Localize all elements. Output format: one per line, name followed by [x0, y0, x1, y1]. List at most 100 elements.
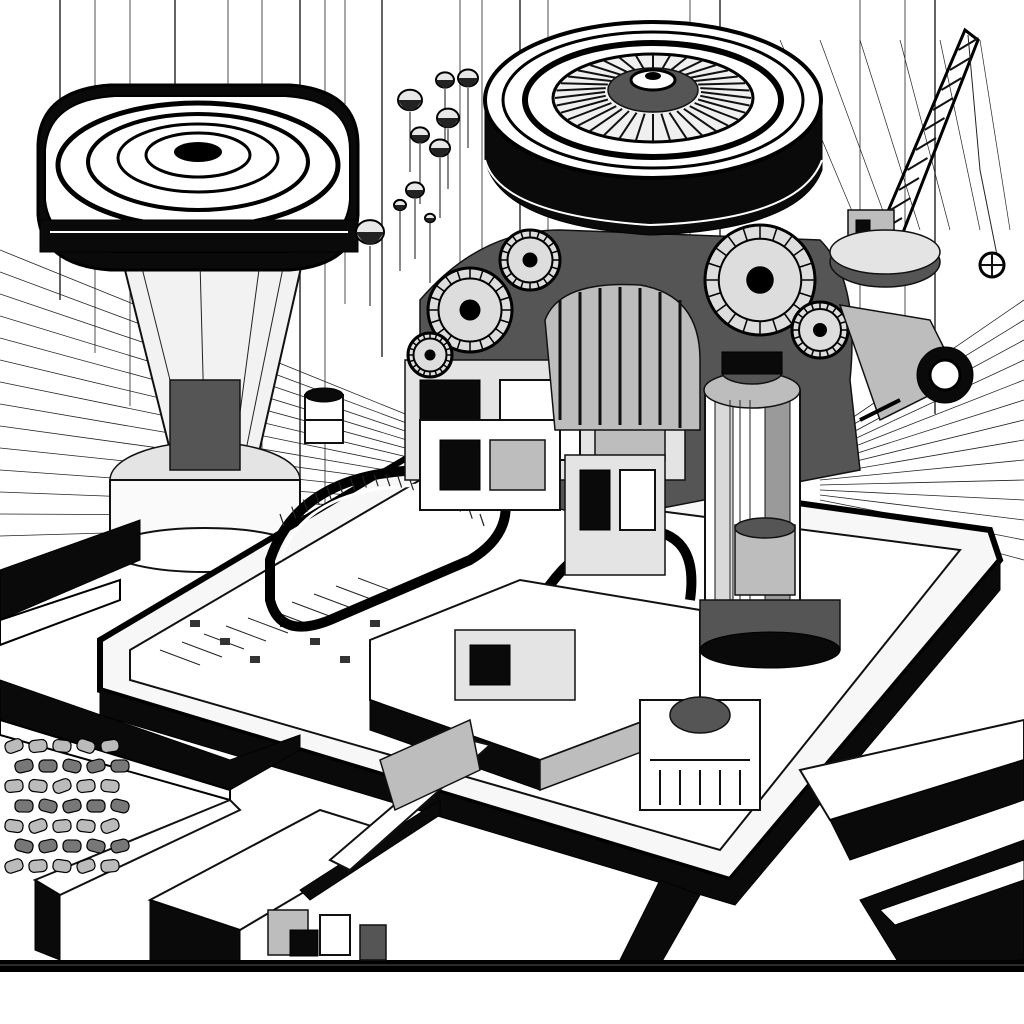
barrel	[76, 818, 96, 834]
construction-crane	[829, 27, 1006, 422]
gear-tooth	[802, 306, 809, 314]
gear-tooth	[772, 318, 778, 333]
gear-tooth	[836, 312, 844, 319]
disc-spoke	[668, 56, 688, 73]
crane-brace	[923, 117, 946, 131]
gear-tooth	[487, 335, 496, 345]
disc-spoke	[683, 108, 717, 132]
rotating-disc-top	[483, 20, 823, 236]
balloon-shadow	[437, 118, 459, 128]
gear-tooth	[511, 277, 518, 285]
barrel	[4, 738, 24, 754]
disc-spoke	[567, 102, 612, 121]
disc-spoke	[577, 105, 617, 127]
gear-tooth	[792, 247, 805, 257]
disc-spoke	[603, 59, 630, 74]
barrel	[52, 778, 72, 794]
gear-tooth	[511, 235, 518, 243]
barrel	[4, 858, 24, 874]
gear-tooth	[798, 262, 813, 268]
gear-tooth	[495, 284, 505, 293]
gear-tooth	[542, 277, 549, 285]
disc-spoke	[683, 64, 717, 77]
gear-tooth	[715, 247, 728, 257]
crane-brace	[889, 197, 912, 211]
gear-tooth	[839, 335, 847, 340]
barrel	[28, 738, 48, 754]
gear-tooth	[505, 241, 513, 248]
barrel	[28, 778, 48, 794]
gear-tooth	[456, 339, 461, 351]
barrel	[14, 838, 34, 854]
gear-tooth	[520, 231, 524, 239]
gear-tooth	[542, 235, 549, 243]
gear-tooth	[783, 312, 793, 325]
crane-brace	[932, 97, 954, 111]
barrel	[86, 758, 106, 774]
gear-tooth	[520, 281, 524, 289]
barrel	[76, 778, 96, 794]
small-drum	[304, 387, 344, 444]
gear-tooth	[802, 346, 809, 354]
gear-tooth	[798, 292, 813, 298]
balloon-shadow	[430, 148, 450, 157]
rail-tie	[279, 513, 285, 527]
gear-tooth	[495, 327, 505, 336]
disc-spoke	[635, 113, 646, 141]
gear-tooth	[793, 320, 801, 325]
gear-tooth	[408, 359, 415, 363]
balloon-shadow	[458, 78, 478, 87]
gear-tooth	[442, 364, 449, 369]
gear-tooth	[411, 341, 418, 346]
disc-spoke	[689, 105, 729, 127]
rail-tie	[479, 513, 485, 527]
rail-tie	[350, 478, 356, 491]
rail-tie	[338, 481, 344, 495]
tiny-vehicle	[190, 620, 200, 627]
disc-spoke	[700, 91, 752, 99]
gear-tooth	[416, 336, 421, 343]
barrel	[110, 838, 130, 854]
gear-tooth	[836, 341, 844, 348]
disc-spoke	[560, 82, 608, 86]
tiny-vehicle	[310, 638, 320, 645]
gear-tooth	[439, 336, 444, 343]
barrel	[110, 798, 130, 814]
disc-spoke	[660, 113, 671, 141]
disc-spoke	[618, 56, 638, 73]
gear-tooth	[505, 272, 513, 279]
gear-tooth	[715, 303, 728, 313]
barrel	[52, 738, 72, 754]
central-machinery-tower	[369, 223, 861, 811]
gear-tooth	[411, 364, 418, 369]
hovering-square-reactor	[36, 83, 360, 573]
gear-tooth	[547, 241, 555, 248]
gear-hub	[746, 266, 774, 294]
barrel	[38, 759, 58, 773]
disc-spoke	[668, 112, 688, 139]
platform-mark	[291, 601, 333, 618]
barrel	[38, 838, 58, 854]
gear-tooth	[416, 367, 421, 374]
gear-tooth	[810, 303, 815, 311]
guide-line	[819, 479, 1024, 486]
platform-mark	[181, 641, 223, 658]
disc-spoke	[676, 110, 703, 136]
disc-spoke	[689, 69, 729, 79]
gear-tooth	[422, 333, 426, 340]
gear-tooth	[831, 306, 838, 314]
gear-tooth	[442, 341, 449, 346]
disc-spoke	[698, 82, 746, 86]
barrel	[38, 798, 58, 814]
disc-spoke	[589, 64, 623, 77]
gear-tooth	[551, 250, 559, 254]
gear-tooth	[445, 347, 452, 351]
disc-spoke	[603, 110, 630, 136]
barrel	[100, 858, 120, 874]
tiny-vehicle	[250, 656, 260, 663]
barrel	[4, 818, 24, 834]
barrel	[4, 778, 24, 794]
gear-tooth	[499, 319, 511, 324]
barrel	[28, 818, 48, 834]
